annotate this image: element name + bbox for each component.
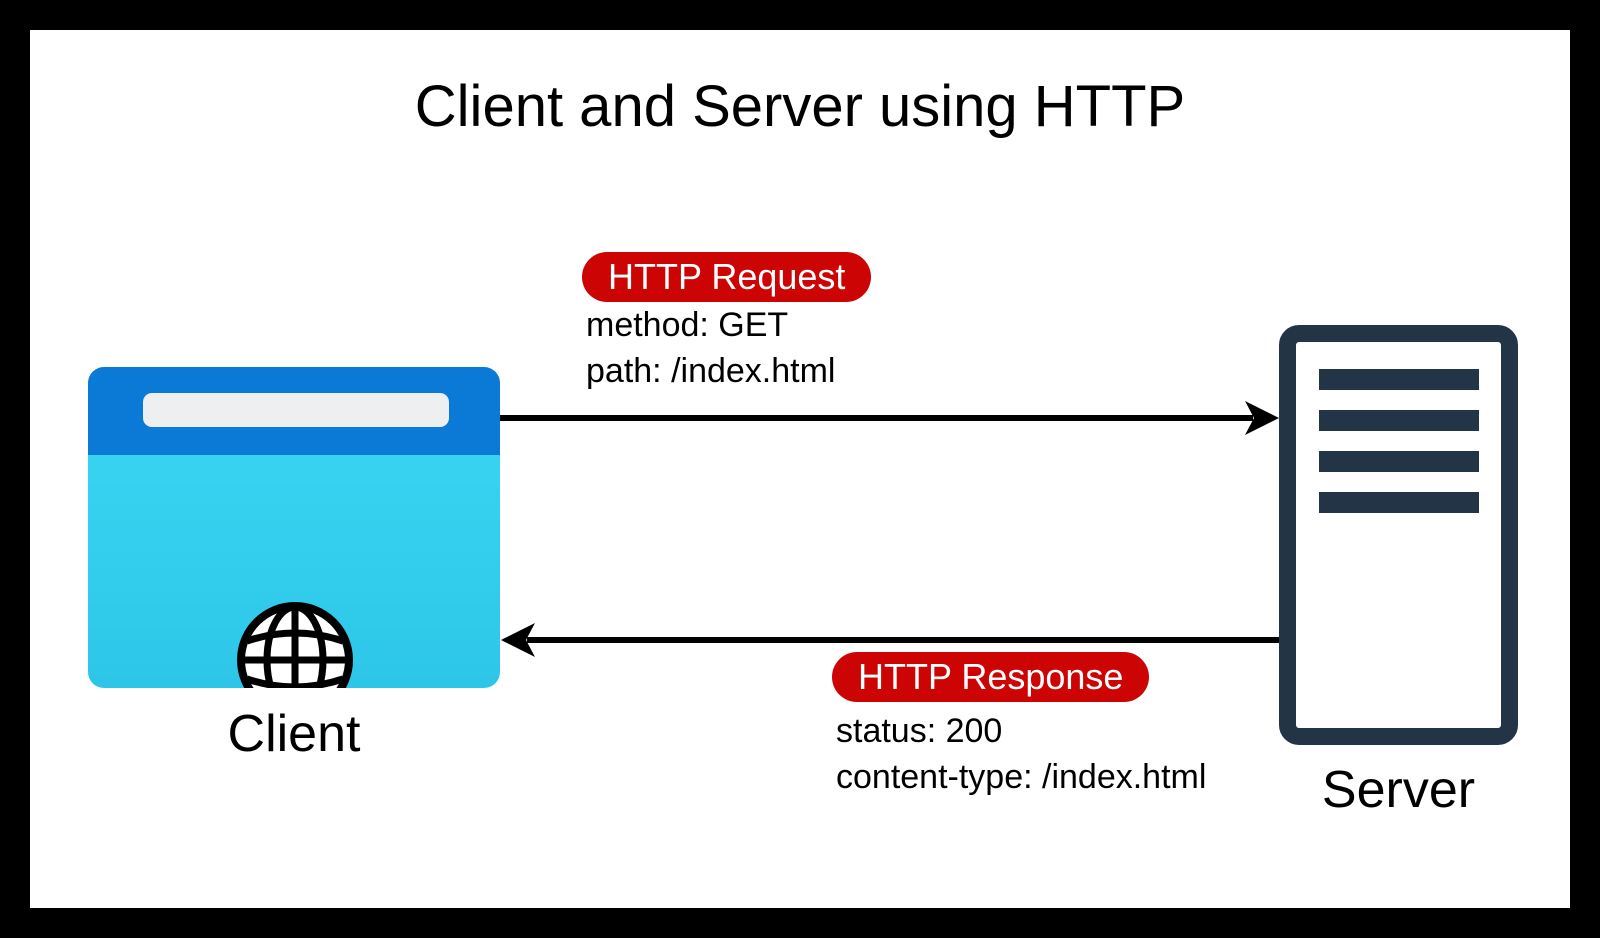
http-request-details: method: GET path: /index.html (586, 302, 835, 394)
browser-address-bar (143, 393, 449, 427)
diagram-title: Client and Server using HTTP (414, 74, 1186, 139)
response-status-line: status: 200 (836, 712, 1003, 750)
server-slots (1296, 342, 1501, 513)
server-slot (1318, 410, 1479, 431)
http-request-badge: HTTP Request (582, 252, 872, 302)
client-browser-icon (88, 367, 500, 688)
request-method-line: method: GET (586, 306, 789, 344)
server-label: Server (1321, 761, 1476, 819)
request-path-line: path: /index.html (586, 352, 836, 390)
browser-header-bar (88, 367, 500, 455)
client-label: Client (227, 705, 361, 763)
diagram-canvas: Client and Server using HTTP Client (30, 30, 1570, 908)
response-content-type-line: content-type: /index.html (836, 758, 1207, 796)
http-response-details: status: 200 content-type: /index.html (836, 708, 1206, 800)
browser-body (88, 455, 500, 688)
server-tower-icon (1279, 325, 1518, 745)
server-slot (1318, 451, 1479, 472)
globe-icon (237, 602, 353, 688)
server-slot (1318, 492, 1479, 513)
http-response-badge: HTTP Response (832, 652, 1150, 702)
server-slot (1318, 369, 1479, 390)
